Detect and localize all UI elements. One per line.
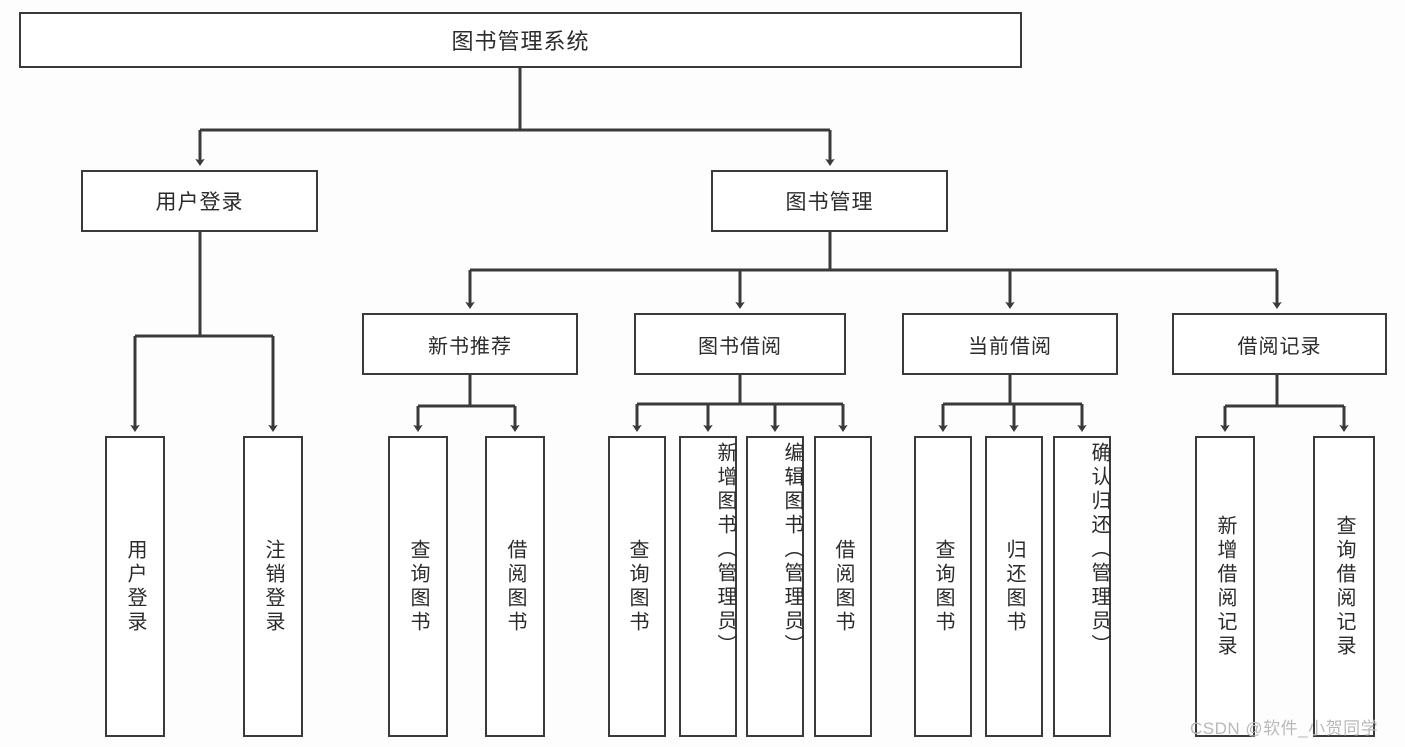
node-label: 确认归还（管理员） [1088, 442, 1110, 658]
node-label: 查询图书 [932, 538, 954, 635]
node-borrow-records[interactable]: 借阅记录 [1172, 313, 1387, 375]
node-label: 图书管理系统 [451, 29, 590, 54]
leaf-node[interactable]: 查询借阅记录 [1313, 436, 1375, 737]
leaf-node[interactable]: 查询图书 [388, 436, 448, 737]
leaf-node[interactable]: 确认归还（管理员） [1053, 436, 1111, 737]
node-label: 图书管理 [785, 191, 874, 214]
leaf-node[interactable]: 查询图书 [608, 436, 666, 737]
node-label: 用户登录 [124, 538, 146, 635]
node-label: 归还图书 [1003, 538, 1025, 635]
node-label: 借阅图书 [832, 538, 854, 635]
node-label: 借阅图书 [504, 538, 526, 635]
node-book-management[interactable]: 图书管理 [711, 170, 948, 232]
leaf-node[interactable]: 新增借阅记录 [1195, 436, 1255, 737]
leaf-node[interactable]: 借阅图书 [814, 436, 872, 737]
node-label: 注销登录 [262, 538, 284, 635]
leaf-node[interactable]: 借阅图书 [485, 436, 545, 737]
node-label: 查询图书 [626, 538, 648, 635]
node-label: 用户登录 [155, 191, 244, 214]
leaf-node[interactable]: 新增图书（管理员） [679, 436, 737, 737]
node-label: 查询借阅记录 [1333, 514, 1355, 659]
node-label: 新增图书（管理员） [714, 442, 736, 658]
node-label: 新书推荐 [428, 335, 512, 358]
node-root-system[interactable]: 图书管理系统 [19, 12, 1022, 68]
leaf-node[interactable]: 注销登录 [243, 436, 303, 737]
node-user-login[interactable]: 用户登录 [81, 170, 318, 232]
node-new-book-recommend[interactable]: 新书推荐 [362, 313, 578, 375]
node-current-borrow[interactable]: 当前借阅 [902, 313, 1118, 375]
leaf-node[interactable]: 编辑图书（管理员） [746, 436, 804, 737]
node-label: 图书借阅 [698, 335, 782, 358]
node-label: 借阅记录 [1237, 335, 1322, 358]
node-book-borrow[interactable]: 图书借阅 [634, 313, 846, 375]
node-label: 新增借阅记录 [1214, 514, 1236, 659]
node-label: 编辑图书（管理员） [781, 442, 803, 658]
node-label: 查询图书 [407, 538, 429, 635]
leaf-node[interactable]: 用户登录 [105, 436, 165, 737]
leaf-node[interactable]: 查询图书 [914, 436, 972, 737]
leaf-node[interactable]: 归还图书 [985, 436, 1043, 737]
node-label: 当前借阅 [968, 335, 1052, 358]
